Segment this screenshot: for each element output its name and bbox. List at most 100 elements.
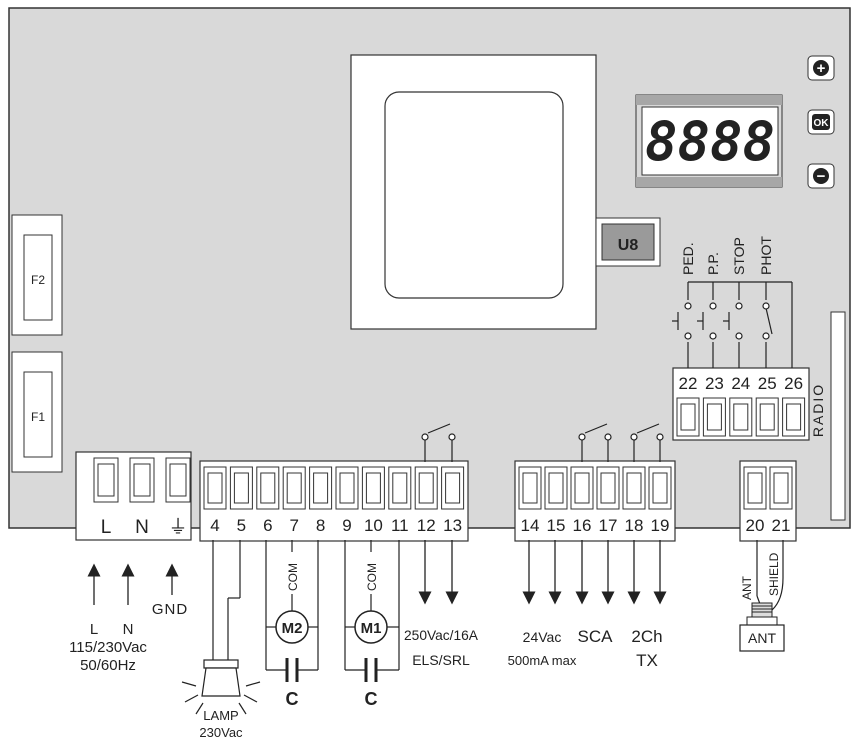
terminal-inputs-4[interactable]: 26 [782, 374, 806, 437]
capacitor-m1-icon [364, 658, 378, 682]
terminal-label-motors-7: 11 [391, 516, 409, 535]
lamp-label: LAMP [203, 708, 238, 723]
terminal-aux-2[interactable]: 16 [570, 466, 594, 535]
terminal-label-inputs-1: 23 [705, 374, 724, 393]
input-label-ped: PED. [680, 242, 696, 275]
segment-display: 8888 [635, 94, 783, 188]
aux-500ma: 500mA max [508, 653, 577, 668]
relay-rating: 250Vac/16A [404, 627, 479, 643]
relay-name: ELS/SRL [412, 652, 470, 668]
power-voltage: 115/230Vac [69, 639, 147, 656]
terminal-label-antenna-1: 21 [772, 516, 791, 535]
terminal-motors-6[interactable]: 10 [361, 466, 385, 535]
terminal-label-motors-9: 13 [443, 516, 462, 535]
terminal-label-aux-3: 17 [599, 516, 618, 535]
terminal-antenna-1[interactable]: 21 [769, 466, 793, 535]
aux-sca: SCA [578, 627, 614, 646]
terminal-motors-5[interactable]: 9 [335, 466, 359, 535]
terminal-power-0[interactable]: L [93, 457, 119, 538]
plus-button[interactable]: + [807, 55, 835, 81]
terminal-inputs-1[interactable]: 23 [702, 374, 726, 437]
lamp-wiring [212, 540, 241, 660]
fuse-f2-label: F2 [31, 273, 45, 287]
terminal-motors-3[interactable]: 7 [282, 466, 306, 535]
antenna-shield-label: SHIELD [767, 552, 781, 596]
terminal-aux-1[interactable]: 15 [544, 466, 568, 535]
fuse-f1[interactable]: F1 [11, 351, 63, 473]
terminal-label-power-1: N [135, 517, 149, 538]
fuse-f2[interactable]: F2 [11, 214, 63, 336]
aux-tx: TX [636, 651, 658, 670]
motor-m1-com: COM [365, 563, 379, 591]
aux-arrows [522, 540, 667, 605]
terminal-motors-9[interactable]: 13 [441, 466, 465, 535]
power-label-l: L [90, 621, 98, 638]
terminal-motors-2[interactable]: 6 [256, 466, 280, 535]
terminal-motors-4[interactable]: 8 [309, 466, 333, 535]
motor-m2-wiring [265, 540, 319, 671]
terminal-power-1[interactable]: N [129, 457, 155, 538]
terminal-label-motors-4: 8 [316, 516, 325, 535]
transformer-core [384, 91, 564, 299]
minus-button[interactable]: − [807, 163, 835, 189]
antenna-box-label: ANT [748, 630, 776, 646]
radio-label: RADIO [810, 383, 826, 437]
motor-m2-com: COM [286, 563, 300, 591]
ok-label: OK [814, 118, 830, 129]
terminal-aux-4[interactable]: 18 [622, 466, 646, 535]
terminal-inputs-3[interactable]: 25 [755, 374, 779, 437]
terminal-motors-8[interactable]: 12 [414, 466, 438, 535]
input-labels: PED. P.P. STOP PHOT [680, 236, 774, 275]
terminal-motors-1[interactable]: 5 [229, 466, 253, 535]
antenna-connector [746, 602, 778, 626]
terminal-label-motors-0: 4 [210, 516, 219, 535]
plus-icon: + [817, 60, 826, 77]
power-frequency: 50/60Hz [80, 657, 136, 674]
lamp-icon [181, 659, 261, 715]
relay-arrows [418, 540, 459, 605]
terminal-inputs-0[interactable]: 22 [676, 374, 700, 437]
motor-m1-wiring [344, 540, 400, 671]
radio-slot [830, 311, 846, 521]
capacitor-m1-label: C [365, 689, 378, 709]
terminal-antenna-0[interactable]: 20 [743, 466, 767, 535]
aux-2ch: 2Ch [631, 627, 662, 646]
terminal-aux-0[interactable]: 14 [518, 466, 542, 535]
capacitor-m2-icon [285, 658, 299, 682]
motor-m2-icon: M2 [275, 610, 309, 644]
terminal-inputs-2[interactable]: 24 [729, 374, 753, 437]
aux-contacts [578, 423, 664, 462]
power-label-gnd: GND [152, 601, 188, 618]
terminal-label-power-2: ⏚ [168, 517, 187, 538]
terminal-aux-3[interactable]: 17 [596, 466, 620, 535]
terminal-label-motors-5: 9 [342, 516, 351, 535]
terminal-block-aux: 14 15 16 17 18 19 [514, 460, 676, 542]
antenna-ant-label: ANT [740, 575, 754, 600]
terminal-label-motors-3: 7 [289, 516, 298, 535]
terminal-aux-5[interactable]: 19 [648, 466, 672, 535]
minus-icon: − [817, 168, 826, 185]
terminal-motors-7[interactable]: 11 [388, 466, 412, 535]
power-label-n: N [123, 621, 134, 638]
power-arrows [87, 563, 179, 605]
input-label-pp: P.P. [705, 252, 721, 275]
ok-button[interactable]: OK [807, 109, 835, 135]
terminal-label-aux-4: 18 [625, 516, 644, 535]
terminal-label-motors-2: 6 [263, 516, 272, 535]
terminal-motors-0[interactable]: 4 [203, 466, 227, 535]
motor-m1-icon: M1 [354, 610, 388, 644]
terminal-label-aux-2: 16 [573, 516, 592, 535]
terminal-label-aux-1: 15 [547, 516, 566, 535]
motor-m1-label: M1 [361, 620, 382, 637]
terminal-label-aux-5: 19 [651, 516, 670, 535]
terminal-label-antenna-0: 20 [746, 516, 765, 535]
terminal-power-2[interactable]: ⏚ [165, 457, 191, 538]
display-digits: 8888 [645, 110, 775, 173]
antenna-wiring [756, 540, 784, 611]
